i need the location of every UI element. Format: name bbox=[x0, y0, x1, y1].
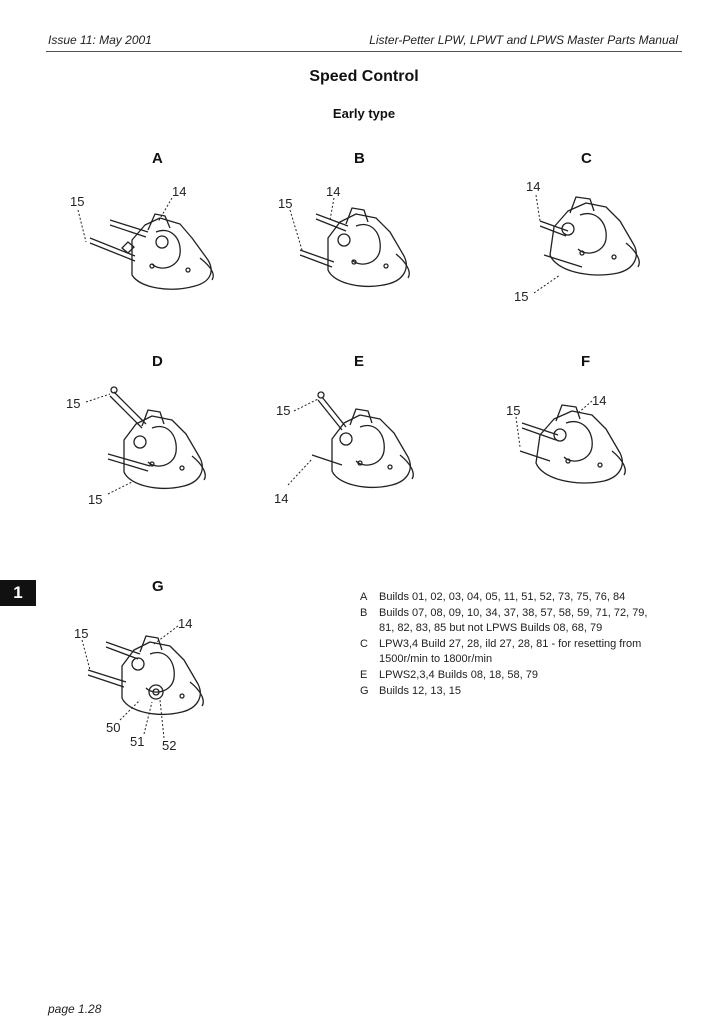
builds-legend: A Builds 01, 02, 03, 04, 05, 11, 51, 52,… bbox=[360, 590, 660, 700]
figure-letter-f: F bbox=[581, 353, 591, 370]
legend-row-g: G Builds 12, 13, 15 bbox=[360, 684, 660, 699]
legend-key: G bbox=[360, 685, 369, 697]
figure-g-callout-14: 14 bbox=[178, 616, 192, 631]
figure-g-callout-15: 15 bbox=[74, 626, 88, 641]
legend-key: B bbox=[360, 607, 368, 619]
legend-text: Builds 01, 02, 03, 04, 05, 11, 51, 52, 7… bbox=[379, 591, 626, 603]
figure-a-callout-14: 14 bbox=[172, 184, 186, 199]
figure-letter-b: B bbox=[354, 150, 365, 167]
legend-key: C bbox=[360, 638, 368, 650]
figure-letter-g: G bbox=[152, 578, 164, 595]
figure-letter-a: A bbox=[152, 150, 163, 167]
legend-text: LPWS2,3,4 Builds 08, 18, 58, 79 bbox=[379, 669, 538, 681]
legend-text: Builds 12, 13, 15 bbox=[379, 685, 461, 697]
legend-row-e: E LPWS2,3,4 Builds 08, 18, 58, 79 bbox=[360, 668, 660, 683]
figure-d-drawing: 15 15 bbox=[60, 380, 230, 510]
figure-d-callout-15-top: 15 bbox=[66, 396, 80, 411]
figure-letter-d: D bbox=[152, 353, 163, 370]
figure-g-callout-51: 51 bbox=[130, 734, 144, 749]
figure-g-drawing: 15 14 50 51 52 bbox=[60, 612, 240, 762]
figure-a-callout-15: 15 bbox=[70, 194, 84, 209]
figure-e-drawing: 15 14 bbox=[268, 385, 438, 510]
figure-g-callout-52: 52 bbox=[162, 738, 176, 753]
page-title: Speed Control bbox=[309, 68, 419, 85]
figure-e-callout-15: 15 bbox=[276, 403, 290, 418]
legend-text: Builds 07, 08, 09, 10, 34, 37, 38, 57, 5… bbox=[379, 607, 648, 634]
legend-text: LPW3,4 Build 27, 28, ild 27, 28, 81 - fo… bbox=[379, 638, 642, 665]
figure-f-drawing: 15 14 bbox=[500, 385, 670, 510]
legend-key: A bbox=[360, 591, 368, 603]
figure-e-callout-14: 14 bbox=[274, 491, 288, 506]
legend-key: E bbox=[360, 669, 368, 681]
figure-b-drawing: 15 14 bbox=[268, 180, 438, 305]
figure-c-callout-14: 14 bbox=[526, 179, 540, 194]
legend-row-a: A Builds 01, 02, 03, 04, 05, 11, 51, 52,… bbox=[360, 590, 660, 605]
header-divider bbox=[46, 51, 682, 52]
page-number: page 1.28 bbox=[48, 1002, 102, 1016]
figure-g-callout-50: 50 bbox=[106, 720, 120, 735]
figure-b-callout-15: 15 bbox=[278, 196, 292, 211]
figure-f-callout-14: 14 bbox=[592, 393, 606, 408]
figure-letter-c: C bbox=[581, 150, 592, 167]
figure-c-callout-15: 15 bbox=[514, 289, 528, 304]
legend-row-b: B Builds 07, 08, 09, 10, 34, 37, 38, 57,… bbox=[360, 606, 660, 636]
figure-d-callout-15-bottom: 15 bbox=[88, 492, 102, 507]
figure-f-callout-15: 15 bbox=[506, 403, 520, 418]
figure-c-drawing: 14 15 bbox=[510, 175, 680, 310]
section-tab: 1 bbox=[0, 580, 36, 606]
legend-row-c: C LPW3,4 Build 27, 28, ild 27, 28, 81 - … bbox=[360, 637, 660, 667]
header-manual-title: Lister-Petter LPW, LPWT and LPWS Master … bbox=[369, 33, 678, 47]
figure-b-callout-14: 14 bbox=[326, 184, 340, 199]
header-issue: Issue 11: May 2001 bbox=[48, 33, 152, 47]
figure-letter-e: E bbox=[354, 353, 365, 370]
page-subtitle: Early type bbox=[332, 106, 396, 121]
figure-a-drawing: 15 14 bbox=[60, 180, 230, 305]
